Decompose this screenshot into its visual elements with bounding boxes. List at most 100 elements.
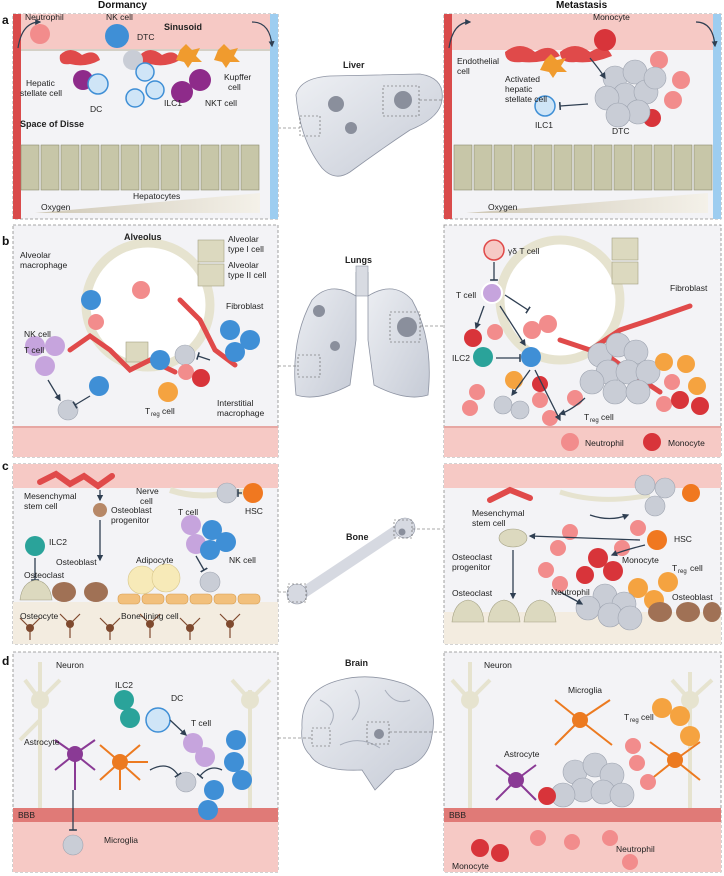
label-neutrophil-brain: Neutrophil — [616, 844, 655, 854]
label-monocyte-brain: Monocyte — [452, 861, 489, 871]
section-letter-d: d — [2, 654, 9, 668]
header-dormancy: Dormancy — [98, 0, 147, 11]
label-ilc2-lung: ILC2 — [452, 353, 470, 363]
label-msc-met-1: Mesenchymal — [472, 508, 525, 518]
section-letter-c: c — [2, 459, 9, 473]
label-sinusoid: Sinusoid — [164, 22, 202, 32]
organ-label-bone: Bone — [346, 532, 369, 542]
label-hepatic-stellate-2: stellate cell — [20, 88, 62, 98]
label-nk-cell: NK cell — [106, 12, 133, 22]
label-monocyte: Monocyte — [593, 12, 630, 22]
label-treg-sub-brain: reg — [630, 718, 639, 724]
label-bbb: BBB — [18, 810, 35, 820]
label-dc-brain: DC — [171, 693, 183, 703]
label-nkt-cell: NKT cell — [205, 98, 237, 108]
label-treg-t-met: T — [584, 412, 589, 422]
liver-organ — [295, 73, 443, 177]
label-treg-cell: cell — [162, 406, 175, 416]
label-nk-cell-bone: NK cell — [229, 555, 256, 565]
label-microglia-met: Microglia — [568, 685, 602, 695]
label-ilc1: ILC1 — [164, 98, 182, 108]
label-treg-cell-bone: cell — [690, 563, 703, 573]
label-interstitial-1: Interstitial — [217, 398, 253, 408]
label-ocp-2: progenitor — [452, 562, 490, 572]
label-treg-sub: reg — [151, 412, 160, 418]
label-neutrophil-bone: Neutrophil — [551, 587, 590, 597]
label-alveolar-type2-1: Alveolar — [228, 260, 259, 270]
label-astrocyte-met: Astrocyte — [504, 749, 540, 759]
label-hsc-bone: HSC — [245, 506, 263, 516]
label-neutrophil: Neutrophil — [25, 12, 64, 22]
brain-organ — [301, 676, 434, 791]
label-t-cell-bone: T cell — [178, 507, 198, 517]
label-obp-1: Osteoblast — [111, 505, 152, 515]
label-t-cell-brain: T cell — [191, 718, 211, 728]
lungs-organ — [294, 265, 430, 398]
label-neuron-met: Neuron — [484, 660, 512, 670]
label-alveolar-type2-2: type II cell — [228, 270, 266, 280]
label-endothelial-2: cell — [457, 66, 470, 76]
label-msc-1: Mesenchymal — [24, 491, 77, 501]
label-hepatocytes: Hepatocytes — [133, 191, 180, 201]
section-letter-b: b — [2, 234, 9, 248]
label-activated-3: stellate cell — [505, 94, 547, 104]
label-treg-t-bone: T — [672, 563, 677, 573]
label-fibroblast-met: Fibroblast — [670, 283, 708, 293]
label-hsc-met: HSC — [674, 534, 692, 544]
label-bbb-met: BBB — [449, 810, 466, 820]
label-osteoblast: Osteoblast — [56, 557, 97, 567]
label-t-cell-met-lung: T cell — [456, 290, 476, 300]
label-alveolus: Alveolus — [124, 232, 162, 242]
label-osteoblast-met: Osteoblast — [672, 592, 713, 602]
label-fibroblast: Fibroblast — [226, 301, 264, 311]
label-monocyte-bone: Monocyte — [622, 555, 659, 565]
bone-organ — [286, 517, 416, 605]
label-treg-cell-brain: cell — [641, 712, 654, 722]
label-endothelial-1: Endothelial — [457, 56, 499, 66]
label-ilc2-bone: ILC2 — [49, 537, 67, 547]
label-dtc: DTC — [137, 32, 154, 42]
label-ocp-1: Osteoclast — [452, 552, 493, 562]
organ-label-lungs: Lungs — [345, 255, 372, 265]
label-oxygen: Oxygen — [41, 202, 71, 212]
label-kupffer-1: Kupffer — [224, 72, 251, 82]
label-microglia: Microglia — [104, 835, 138, 845]
panel-brain-dormancy: Neuron ILC2 DC T cell Astrocyte BBB Micr… — [12, 651, 279, 873]
label-space-of-disse: Space of Disse — [20, 119, 84, 129]
label-activated-1: Activated — [505, 74, 540, 84]
section-letter-a: a — [2, 13, 9, 27]
label-kupffer-2: cell — [228, 82, 241, 92]
label-treg-t: T — [145, 406, 150, 416]
panel-lungs-dormancy: Alveolus Alveolar macrophage Alveolar ty… — [12, 224, 279, 458]
label-msc-met-2: stem cell — [472, 518, 506, 528]
label-oxygen-met: Oxygen — [488, 202, 518, 212]
label-nk-cell-lung: NK cell — [24, 329, 51, 339]
organ-label-liver: Liver — [343, 60, 365, 70]
label-alveolar-type1-1: Alveolar — [228, 234, 259, 244]
label-neuron: Neuron — [56, 660, 84, 670]
panel-liver-dormancy: Neutrophil NK cell DTC Sinusoid Kupffer … — [12, 12, 279, 220]
organ-label-brain: Brain — [345, 658, 368, 668]
label-dc: DC — [90, 104, 102, 114]
label-adipocyte: Adipocyte — [136, 555, 174, 565]
label-interstitial-2: macrophage — [217, 408, 265, 418]
label-osteoclast: Osteoclast — [24, 570, 65, 580]
label-t-cell-lung: T cell — [24, 345, 44, 355]
label-alveolar-type1-2: type I cell — [228, 244, 264, 254]
panel-bone-metastasis: Mesenchymal stem cell HSC Osteoclast pro… — [443, 463, 722, 645]
label-activated-2: hepatic — [505, 84, 533, 94]
header-metastasis: Metastasis — [556, 0, 608, 11]
label-bone-lining-cell: Bone-lining cell — [121, 611, 179, 621]
panel-brain-metastasis: Neuron Microglia T reg cell Astrocyte BB… — [443, 651, 722, 873]
label-dtc-met: DTC — [612, 126, 629, 136]
panel-bone-dormancy: Mesenchymal stem cell Nerve cell HSC ILC… — [12, 463, 279, 645]
panel-lungs-metastasis: γδ T cell T cell Fibroblast ILC2 T reg c… — [443, 224, 722, 458]
label-gd-t-cell: γδ T cell — [508, 246, 540, 256]
label-treg-cell-met: cell — [601, 412, 614, 422]
label-treg-sub-met: reg — [590, 418, 599, 424]
label-astrocyte: Astrocyte — [24, 737, 60, 747]
label-ilc2-brain: ILC2 — [115, 680, 133, 690]
label-hepatic-stellate-1: Hepatic — [26, 78, 56, 88]
label-osteocyte: Osteocyte — [20, 611, 59, 621]
